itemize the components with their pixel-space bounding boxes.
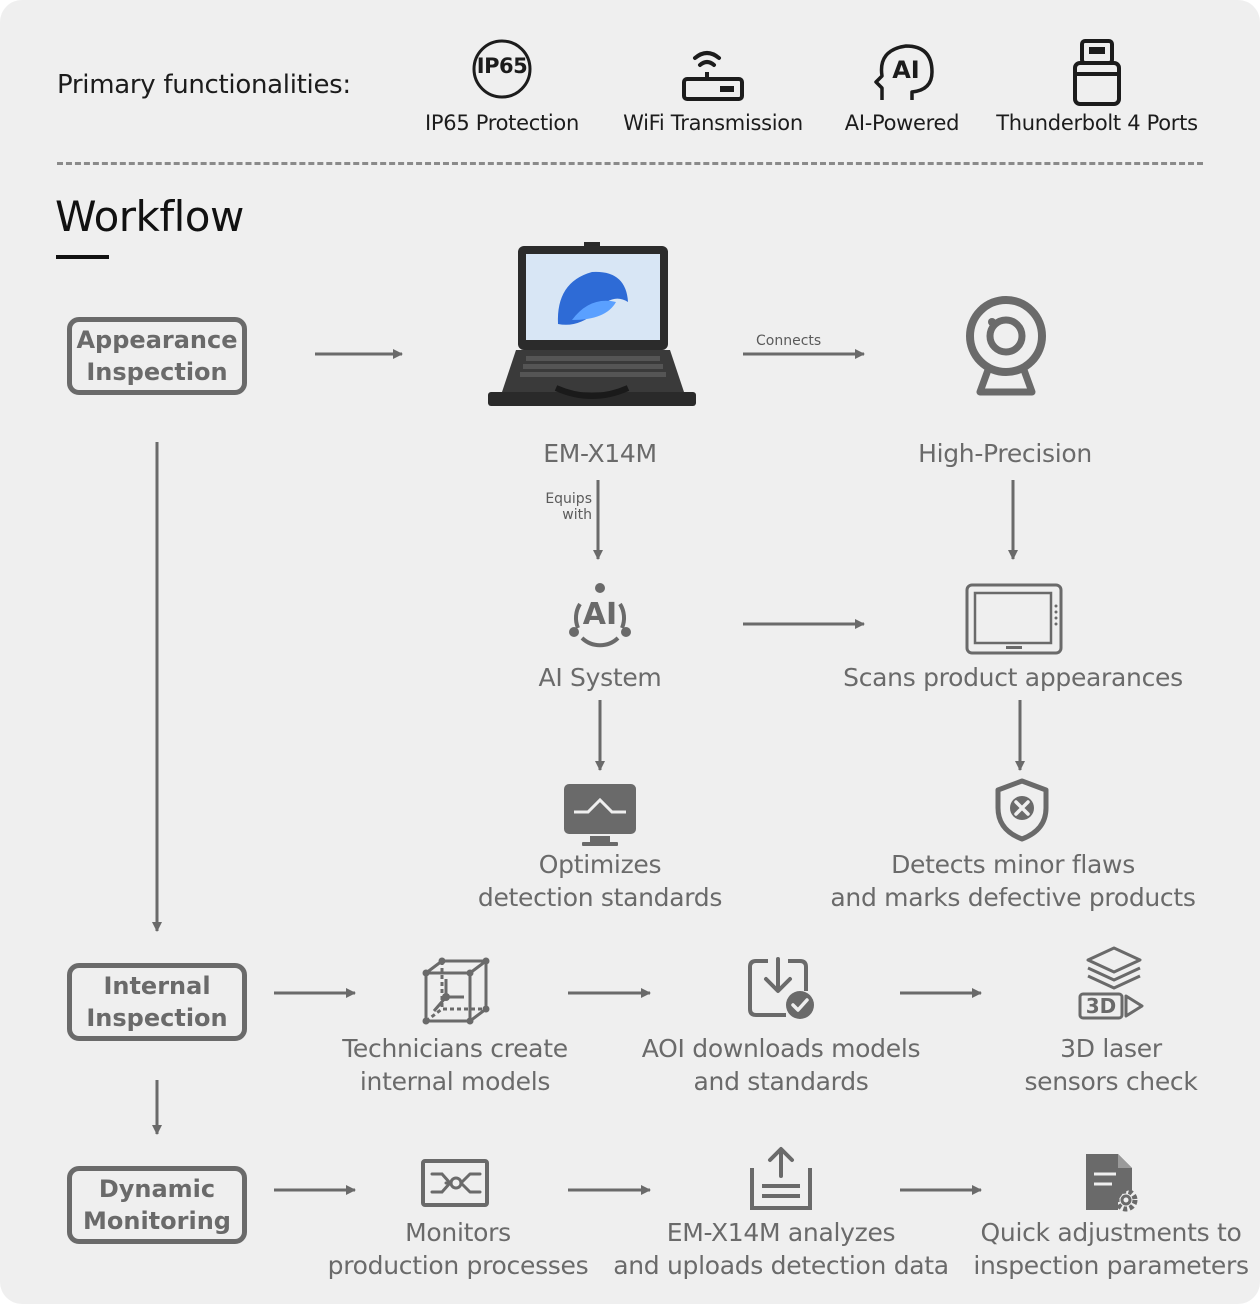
usb-drive-icon — [1070, 38, 1124, 108]
download-check-icon — [746, 955, 818, 1023]
feature-label-ai: AI-Powered — [844, 111, 960, 135]
internal-step-aoi-label: AOI downloads models and standards — [641, 1034, 921, 1096]
feature-label-thunderbolt: Thunderbolt 4 Ports — [996, 111, 1198, 135]
wifi-router-icon — [678, 42, 746, 104]
feature-label-wifi: WiFi Transmission — [623, 111, 803, 135]
document-gear-icon — [1082, 1150, 1140, 1216]
ai-system-icon: AI — [566, 582, 634, 648]
optimizes-label: Optimizes detection standards — [477, 850, 723, 912]
webcam-icon — [962, 294, 1050, 402]
workflow-title: Workflow — [55, 192, 244, 241]
detects-label: Detects minor flaws and marks defective … — [830, 850, 1196, 912]
ip65-badge-icon: IP65 — [471, 38, 533, 100]
tablet-icon — [964, 582, 1064, 656]
feature-label-ip65: IP65 Protection — [425, 111, 579, 135]
shield-x-icon — [994, 778, 1050, 842]
header-divider — [57, 162, 1203, 165]
dynamic-step-adjustments-label: Quick adjustments to inspection paramete… — [973, 1218, 1249, 1280]
process-monitor-icon — [420, 1158, 490, 1210]
stage-appearance-inspection: Appearance Inspection — [67, 317, 247, 395]
dynamic-step-monitors-label: Monitors production processes — [327, 1218, 589, 1280]
ai-system-label: AI System — [538, 663, 662, 692]
dynamic-step-uploads-label: EM-X14M analyzes and uploads detection d… — [613, 1218, 949, 1280]
laptop-device-image — [486, 242, 698, 408]
ai-head-icon: AI — [868, 40, 938, 104]
scans-label: Scans product appearances — [843, 663, 1183, 692]
workflow-title-underline — [56, 255, 109, 259]
internal-step-3d-label: 3D laser sensors check — [1024, 1034, 1198, 1096]
camera-label-high-precision: High-Precision — [918, 439, 1092, 468]
primary-functionalities-label: Primary functionalities: — [57, 70, 351, 100]
stage-internal-inspection: Internal Inspection — [67, 963, 247, 1041]
monitor-waveform-icon — [562, 782, 638, 848]
connects-label: Connects — [756, 333, 822, 349]
device-label-em-x14m: EM-X14M — [543, 439, 657, 468]
equips-with-label: Equips with — [545, 491, 592, 523]
cube-model-icon — [420, 955, 492, 1027]
internal-step-technicians-label: Technicians create internal models — [342, 1034, 568, 1096]
stage-dynamic-monitoring: Dynamic Monitoring — [67, 1166, 247, 1244]
3d-layers-icon: 3D — [1078, 946, 1144, 1022]
upload-tray-icon — [748, 1146, 814, 1212]
